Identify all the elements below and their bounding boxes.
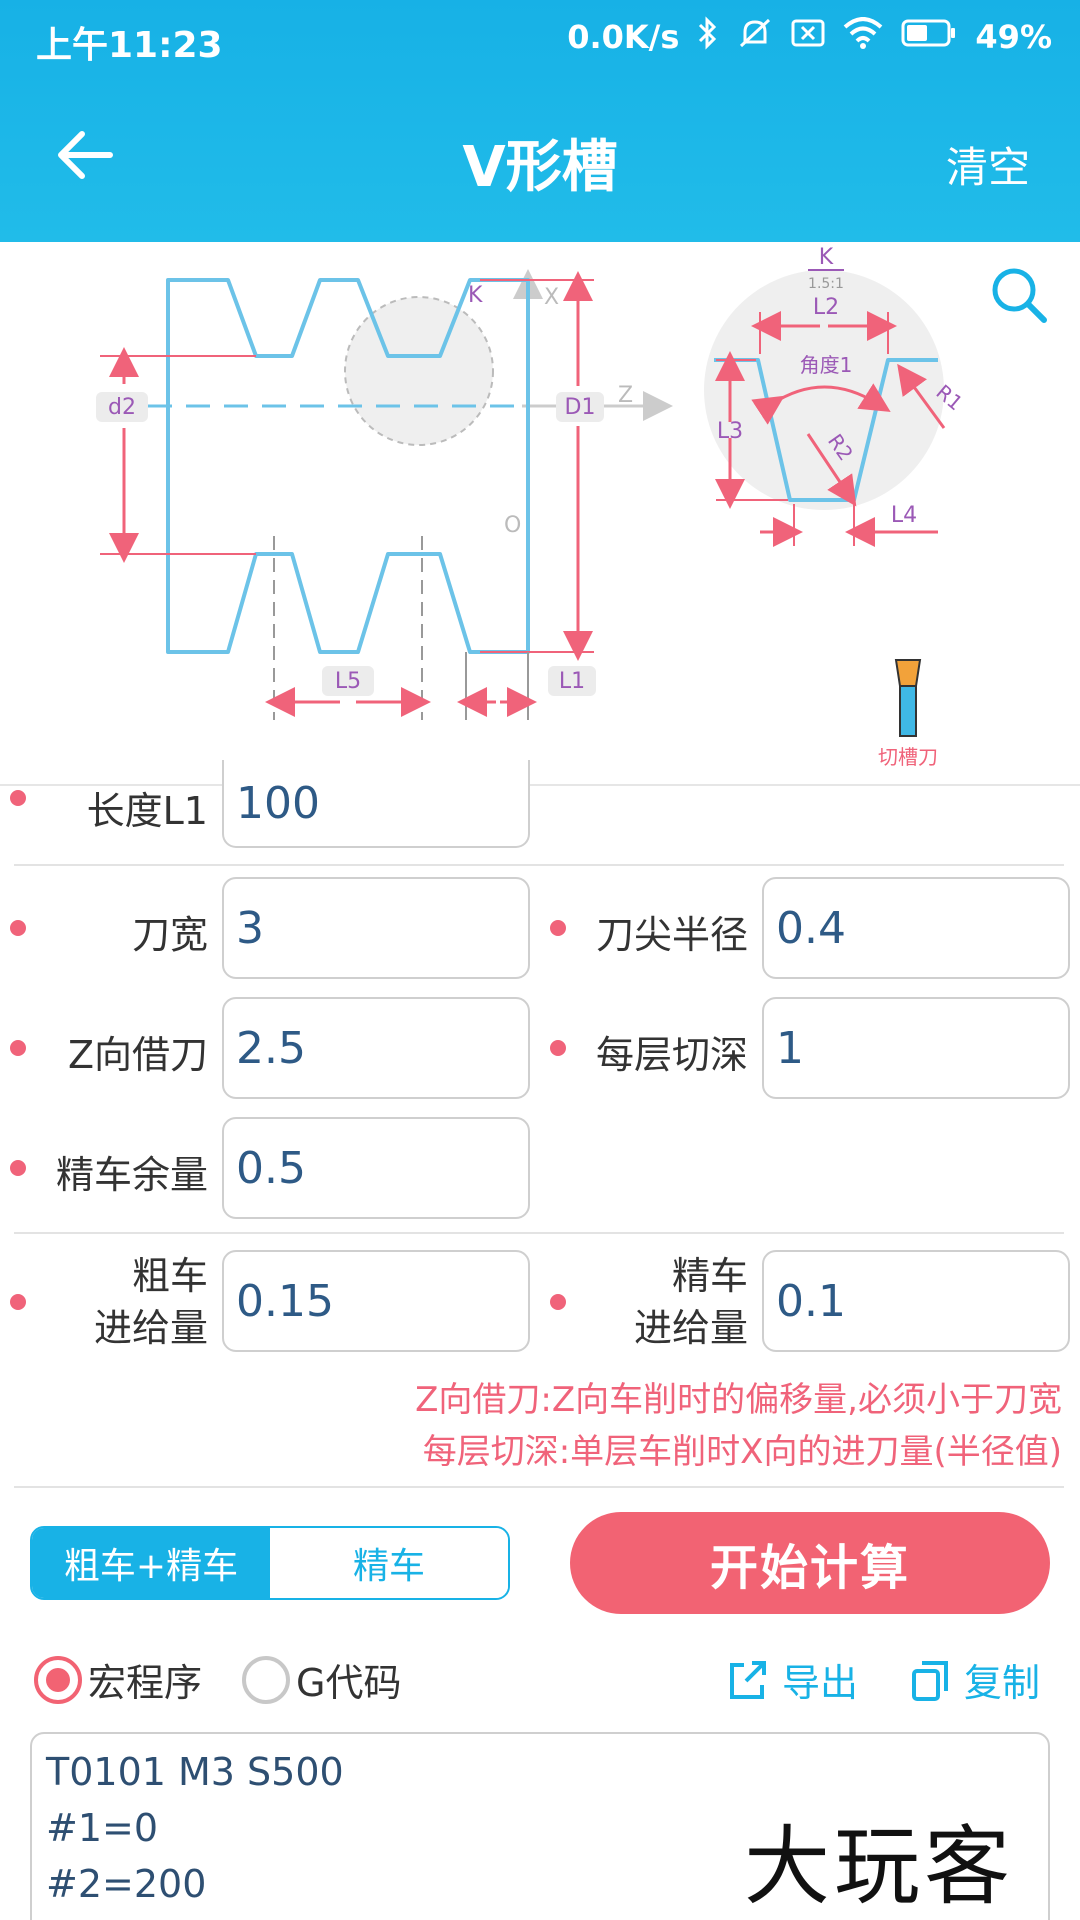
label-K: K (468, 283, 483, 308)
copy-button[interactable]: 复制 (910, 1652, 1040, 1707)
label-L4: L4 (891, 503, 917, 528)
clear-button[interactable]: 清空 (945, 143, 1030, 192)
mode-toggle: 粗车+精车 精车 (30, 1526, 510, 1600)
code-line: T0101 M3 S500 (46, 1750, 344, 1794)
finish-allowance-input[interactable]: 0.5 (222, 1117, 530, 1219)
cut-depth-label: 每层切深 (595, 1033, 748, 1077)
groove-diagram: d2 D1 L5 L1 K X Z O K 1.5:1 L2 角度1 R1 R2… (0, 242, 1080, 786)
required-dot (550, 1294, 566, 1310)
detail-scale: 1.5:1 (808, 276, 844, 292)
zoom-button[interactable] (990, 266, 1048, 324)
length-l1-input[interactable]: 100 (222, 760, 530, 848)
battery-percent: 49% (975, 18, 1052, 56)
tool-width-label: 刀宽 (131, 913, 208, 957)
diagram-divider (0, 784, 1080, 786)
copy-label: 复制 (964, 1661, 1041, 1705)
required-dot (550, 1040, 566, 1056)
status-time: 上午11:23 (36, 25, 223, 66)
row-separator (14, 1232, 1064, 1234)
radio-unchecked-icon (242, 1655, 290, 1704)
battery-icon (901, 18, 957, 56)
radio-checked-icon (34, 1655, 82, 1704)
rough-feed-label-line2: 进给量 (93, 1306, 208, 1350)
wifi-icon (843, 17, 883, 57)
tip-radius-input[interactable]: 0.4 (762, 877, 1070, 979)
grooving-tool-icon (894, 659, 922, 737)
app-bar: 上午11:23 0.0K/s 49% V形槽 清空 (0, 0, 1080, 242)
finish-feed-label: 精车 进给量 (570, 1250, 748, 1354)
label-L1: L1 (559, 669, 585, 694)
row-separator (14, 1486, 1064, 1488)
top-profile (166, 278, 530, 406)
label-O: O (504, 513, 521, 538)
label-L5: L5 (335, 669, 361, 694)
finish-feed-input[interactable]: 0.1 (762, 1250, 1070, 1352)
watermark: 大玩客 (744, 1817, 1014, 1917)
finish-feed-label-line2: 进给量 (633, 1306, 748, 1350)
detail-label-K: K (819, 245, 834, 270)
search-icon (992, 268, 1047, 323)
status-icons: 0.0K/s 49% (567, 16, 1052, 58)
mode-rough-finish[interactable]: 粗车+精车 (32, 1528, 270, 1598)
label-angle1: 角度1 (800, 353, 853, 377)
finish-feed-label-line1: 精车 (671, 1254, 748, 1298)
mute-icon (737, 16, 773, 58)
label-d2: d2 (108, 395, 136, 420)
cut-depth-input[interactable]: 1 (762, 997, 1070, 1099)
row-separator (14, 864, 1064, 866)
net-speed: 0.0K/s (567, 18, 680, 56)
page-title: V形槽 (462, 135, 618, 200)
rough-feed-label-line1: 粗车 (131, 1254, 208, 1298)
tool-label: 切槽刀 (878, 745, 938, 769)
hint-z-offset: Z向借刀:Z向车削时的偏移量,必须小于刀宽 (415, 1380, 1062, 1420)
zoom-circle (344, 296, 494, 446)
required-dot (10, 920, 26, 936)
code-line: #1=0 (46, 1806, 159, 1850)
bluetooth-icon (697, 16, 719, 58)
label-D1: D1 (565, 395, 596, 420)
export-button[interactable]: 导出 (728, 1652, 858, 1707)
export-icon (730, 1660, 766, 1699)
required-dot (550, 920, 566, 936)
tip-radius-label: 刀尖半径 (595, 913, 748, 957)
radio-macro-label: 宏程序 (88, 1661, 203, 1705)
label-L2: L2 (813, 295, 839, 320)
arrow-left-icon (58, 131, 113, 179)
radio-macro[interactable]: 宏程序 (34, 1652, 202, 1707)
export-label: 导出 (782, 1661, 859, 1705)
code-line: #2=200 (46, 1862, 207, 1906)
label-X: X (544, 285, 559, 310)
code-output[interactable]: T0101 M3 S500 #1=0 #2=200 (30, 1732, 1050, 1920)
length-l1-label: 长度L1 (86, 789, 208, 833)
rough-feed-input[interactable]: 0.15 (222, 1250, 530, 1352)
status-bar: 上午11:23 0.0K/s 49% (0, 0, 1080, 78)
calculate-button[interactable]: 开始计算 (570, 1512, 1050, 1614)
back-button[interactable] (52, 120, 122, 190)
finish-allowance-label: 精车余量 (55, 1153, 208, 1197)
sim-off-icon (791, 18, 825, 56)
copy-icon (912, 1660, 948, 1701)
radio-gcode-label: G代码 (296, 1661, 402, 1705)
label-Z: Z (618, 383, 633, 408)
required-dot (10, 1294, 26, 1310)
required-dot (10, 1040, 26, 1056)
hint-cut-depth: 每层切深:单层车削时X向的进刀量(半径值) (422, 1432, 1062, 1472)
required-dot (10, 790, 26, 806)
mode-finish[interactable]: 精车 (270, 1528, 508, 1598)
rough-feed-label: 粗车 进给量 (30, 1250, 208, 1354)
radio-gcode[interactable]: G代码 (242, 1652, 401, 1707)
label-L3: L3 (717, 419, 743, 444)
bottom-profile (166, 406, 530, 654)
z-offset-label: Z向借刀 (67, 1033, 208, 1077)
tool-width-input[interactable]: 3 (222, 877, 530, 979)
required-dot (10, 1160, 26, 1176)
z-offset-input[interactable]: 2.5 (222, 997, 530, 1099)
